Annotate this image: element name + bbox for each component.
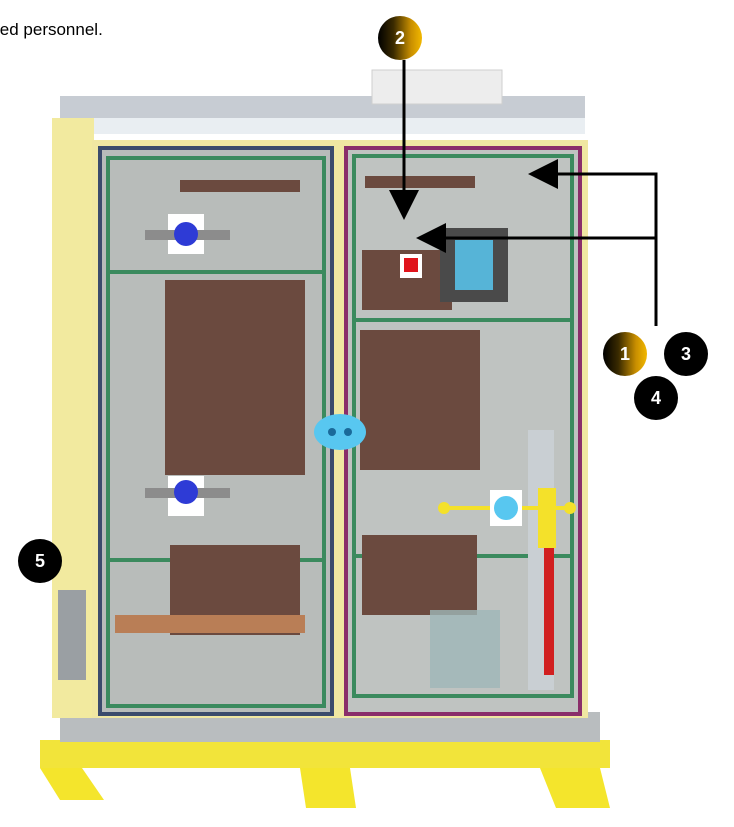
callout-marker-1: 1 (603, 332, 647, 376)
door-handle (314, 414, 366, 450)
callout-marker-5: 5 (18, 539, 62, 583)
annotation-arrows (389, 60, 658, 326)
cabinet-roof (60, 69, 585, 134)
arrow-to-upper-right (528, 159, 658, 326)
red-bar (544, 490, 554, 675)
upper-left-switch (145, 214, 230, 254)
side-vent (58, 590, 86, 680)
caption-text: ied personnel. (0, 20, 103, 39)
pallet (40, 712, 610, 808)
callout-marker-2: 2 (378, 16, 422, 60)
red-indicator (404, 258, 418, 272)
lower-left-switch (145, 476, 230, 516)
callout-marker-3: 3 (664, 332, 708, 376)
left-door (92, 140, 338, 718)
right-door (338, 140, 588, 718)
callout-marker-4: 4 (634, 376, 678, 420)
